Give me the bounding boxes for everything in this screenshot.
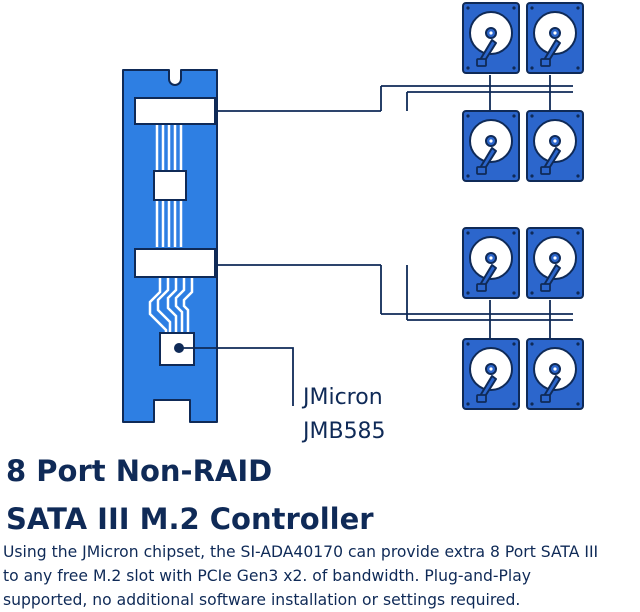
chip-label-brand: JMicron	[303, 385, 383, 410]
callout-line	[179, 347, 294, 406]
connector-block-bottom	[134, 248, 216, 278]
connector-block-middle	[153, 170, 187, 201]
connector-block-top	[134, 97, 216, 125]
title-line-2: SATA III M.2 Controller	[6, 502, 374, 536]
description: Using the JMicron chipset, the SI-ADA401…	[3, 540, 640, 612]
hdd-icon-2	[526, 2, 584, 74]
hdd-icon-4	[526, 110, 584, 182]
connection-lines	[215, 75, 573, 338]
hdd-icon-6	[526, 227, 584, 299]
hdd-icon-8	[526, 338, 584, 410]
hdd-icon-5	[462, 227, 520, 299]
hdd-icon-1	[462, 2, 520, 74]
description-line-1: Using the JMicron chipset, the SI-ADA401…	[3, 543, 599, 561]
card-traces	[148, 123, 194, 336]
hdd-icon-3	[462, 110, 520, 182]
description-line-2: to any free M.2 slot with PCIe Gen3 x2. …	[3, 567, 532, 585]
chip-label-model: JMB585	[303, 419, 386, 444]
chip-icon	[159, 332, 195, 366]
controller-diagram	[122, 2, 584, 423]
hdd-icon-7	[462, 338, 520, 410]
title-line-1: 8 Port Non-RAID	[6, 454, 273, 488]
description-line-3: supported, no additional software instal…	[3, 591, 521, 609]
